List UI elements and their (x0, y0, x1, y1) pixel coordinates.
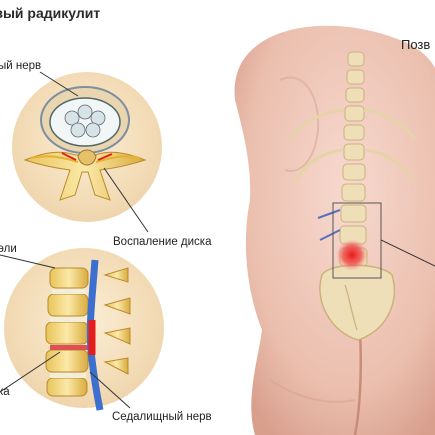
label-spine-top-right: Позв (401, 37, 431, 52)
vertebra-cross-section (23, 71, 149, 233)
spine (288, 51, 435, 341)
label-sciatic-nerve: Седалищный нерв (112, 411, 212, 423)
diagram-title: зый радикулит (0, 5, 101, 21)
spine-side-view (0, 254, 131, 411)
label-nerve-top: ый нерв (0, 60, 42, 72)
label-left-bottom: ка (0, 386, 10, 398)
label-left-mid: эли (0, 243, 17, 255)
human-back (234, 25, 435, 435)
label-disc-inflammation: Воспаление диска (113, 236, 212, 248)
